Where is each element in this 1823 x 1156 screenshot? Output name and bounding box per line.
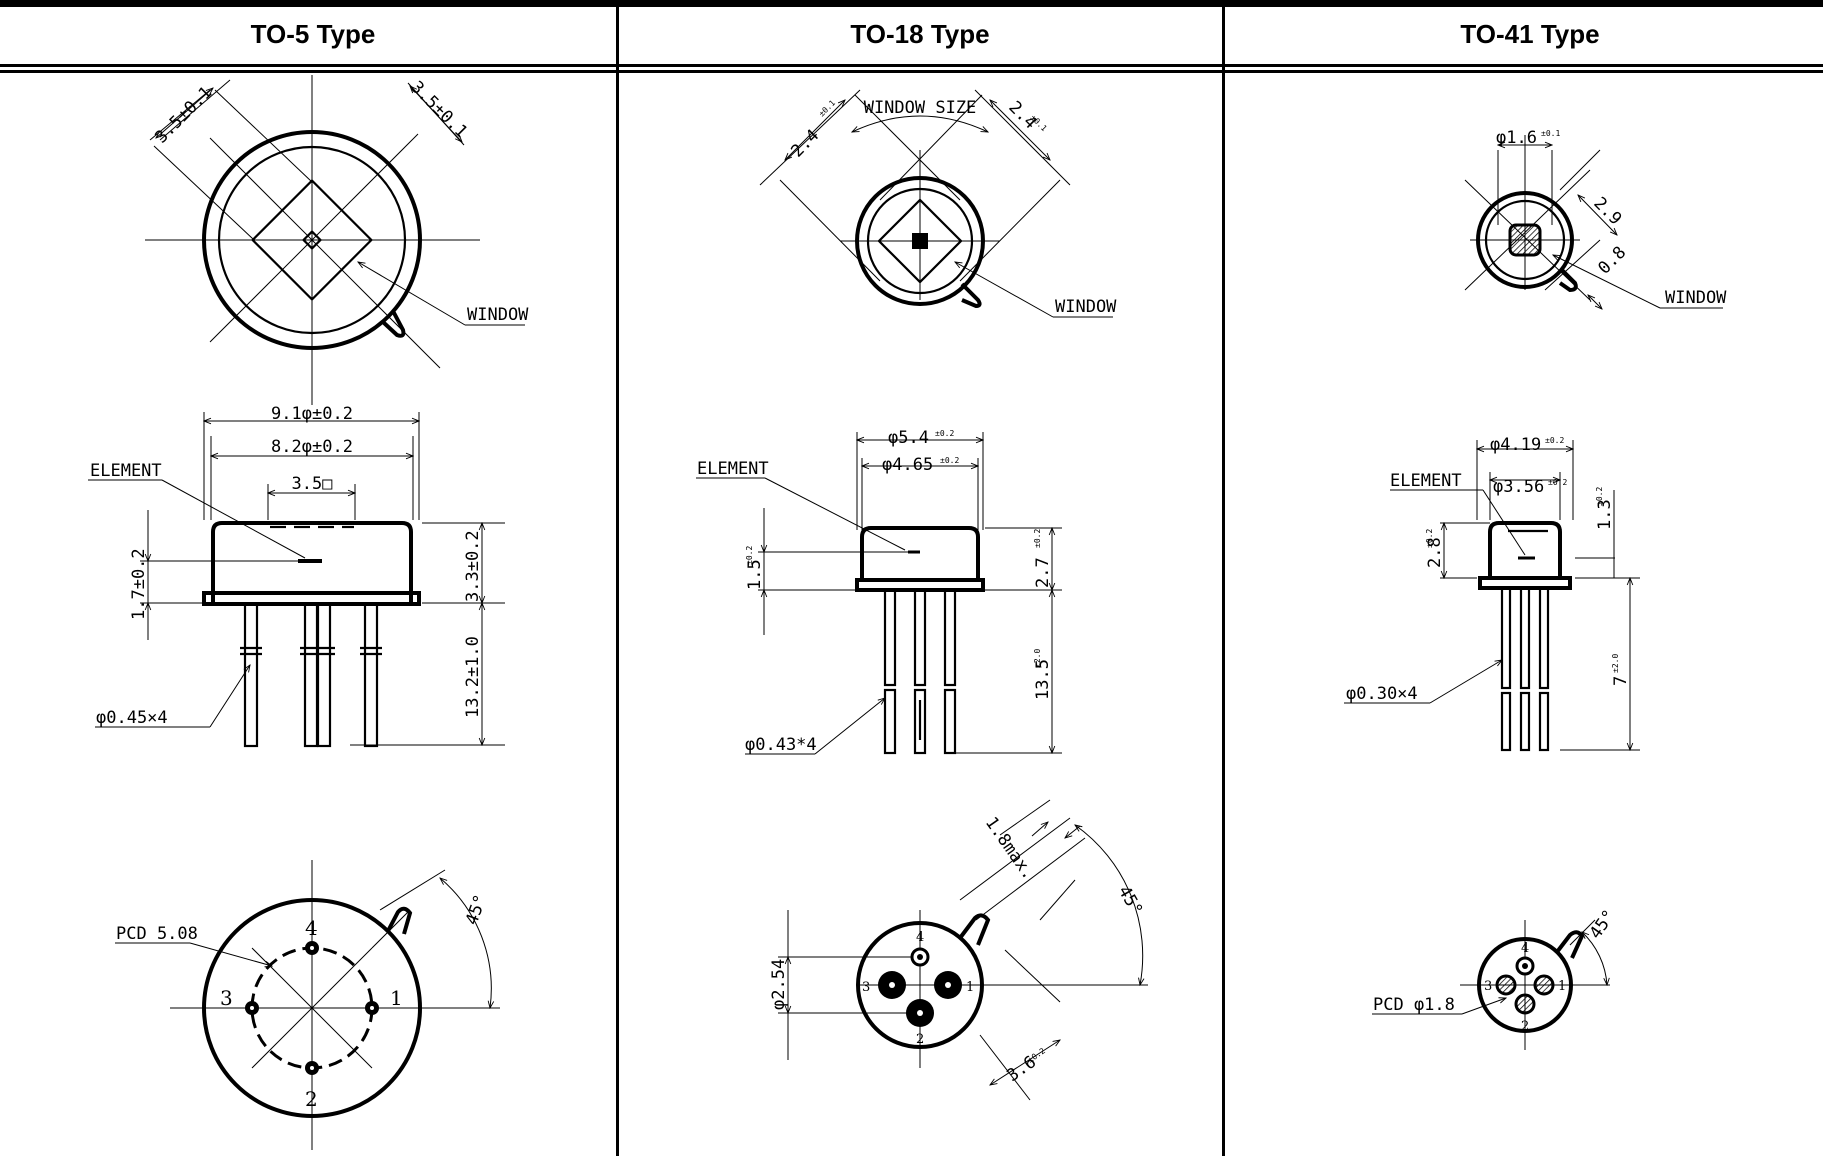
to41-element-label: ELEMENT bbox=[1390, 471, 1462, 491]
to5-leads-label: φ0.45×4 bbox=[96, 708, 168, 728]
to5-element-height: 1.7±0.2 bbox=[129, 548, 149, 620]
to18-element-label: ELEMENT bbox=[697, 459, 769, 479]
to41-inner-dia-tol: ±0.2 bbox=[1548, 478, 1567, 487]
to41-top-view: φ1.6 ±0.1 2.9 0.8 WINDOW bbox=[1464, 128, 1727, 309]
to41-side-view: φ4.19 ±0.2 φ3.56 ±0.2 ELEMENT 2.8 ±0.2 1… bbox=[1344, 435, 1640, 752]
to18-lead-length: 13.5 bbox=[1033, 659, 1053, 700]
to41-leads-label: φ0.30×4 bbox=[1346, 684, 1418, 704]
to5-pcd-label: PCD 5.08 bbox=[116, 924, 198, 944]
to18-lead-length-tol: ±2.0 bbox=[1033, 649, 1042, 668]
to18-angle-label: 45° bbox=[1114, 883, 1147, 920]
to18-cap-height-tol: ±0.2 bbox=[1033, 529, 1042, 548]
to18-dia-tol: ±0.2 bbox=[1026, 1046, 1047, 1065]
to5-element-size: 3.5□ bbox=[292, 474, 334, 494]
to41-cap-height: 1.3 bbox=[1595, 499, 1615, 530]
to18-leads-label: φ0.43*4 bbox=[745, 735, 817, 755]
to5-pin-1: 1 bbox=[390, 986, 403, 1010]
to5-pin-2: 2 bbox=[305, 1087, 318, 1111]
to18-inner-dia: φ4.65 bbox=[882, 455, 933, 475]
to41-pin-4: 4 bbox=[1521, 941, 1529, 956]
to41-outer-dia-tol: ±0.2 bbox=[1545, 436, 1564, 445]
to5-pin-4: 4 bbox=[305, 916, 318, 940]
to5-angle-label: 45° bbox=[462, 892, 491, 928]
to18-element-height-tol: ±0.2 bbox=[745, 546, 754, 565]
to18-top-view: 2.4 ±0.1 2.4 ±0.1 WINDOW SIZE WINDOW bbox=[759, 89, 1117, 318]
to18-bottom-view: 1.8max. φ2.54 45° 3.6 ±0.2 1 2 3 4 bbox=[769, 799, 1148, 1101]
to41-top-d2: 0.8 bbox=[1594, 243, 1630, 279]
header-to5: TO-5 Type bbox=[251, 19, 376, 49]
to41-top-dia-tol: ±0.1 bbox=[1541, 129, 1560, 138]
to18-outer-dia-tol: ±0.2 bbox=[935, 429, 954, 438]
to18-side-view: φ5.4 ±0.2 φ4.65 ±0.2 ELEMENT 1.5 ±0.2 2.… bbox=[696, 428, 1062, 755]
to5-element-label: ELEMENT bbox=[90, 461, 162, 481]
to5-side-view: 9.1φ±0.2 8.2φ±0.2 3.5□ ELEMENT 1.7±0.2 3… bbox=[88, 404, 505, 748]
to18-pcd-label: φ2.54 bbox=[769, 959, 789, 1010]
to5-window-label: WINDOW bbox=[467, 305, 529, 325]
to41-pin-3: 3 bbox=[1484, 979, 1492, 994]
to18-dim-left: 2.4 bbox=[787, 126, 823, 162]
to41-inner-dia: φ3.56 bbox=[1493, 477, 1544, 497]
to41-pin-holes bbox=[1495, 956, 1555, 1015]
to18-cap-height: 2.7 bbox=[1033, 557, 1053, 588]
to18-window-size-label: WINDOW SIZE bbox=[864, 98, 977, 118]
to5-top-view: 3.5±0.1 3.5±0.1 WINDOW bbox=[145, 75, 529, 405]
to41-angle-label: 45° bbox=[1586, 906, 1620, 943]
to5-pin-3: 3 bbox=[220, 986, 233, 1010]
to5-pin-holes bbox=[245, 941, 379, 1075]
to5-outer-dia: 9.1φ±0.2 bbox=[271, 404, 353, 424]
to41-top-dia: φ1.6 bbox=[1496, 128, 1537, 148]
header-to41: TO-41 Type bbox=[1460, 19, 1599, 49]
to18-element-height: 1.5 bbox=[745, 559, 765, 590]
header-to18: TO-18 Type bbox=[850, 19, 989, 49]
to18-outer-dia: φ5.4 bbox=[888, 428, 929, 448]
to41-pin-1: 1 bbox=[1558, 979, 1566, 994]
to41-outer-dia: φ4.19 bbox=[1490, 435, 1541, 455]
to41-window-label: WINDOW bbox=[1665, 288, 1727, 308]
to18-pin-1: 1 bbox=[966, 980, 974, 995]
to5-cap-height: 3.3±0.2 bbox=[463, 530, 483, 602]
to5-lead-length: 13.2±1.0 bbox=[463, 636, 483, 718]
to41-bottom-view: PCD φ1.8 45° 1 2 3 4 bbox=[1372, 906, 1620, 1050]
to41-pcd-label: PCD φ1.8 bbox=[1373, 995, 1455, 1015]
to41-element-height: 2.8 bbox=[1425, 537, 1445, 568]
to41-pin-2: 2 bbox=[1521, 1019, 1529, 1034]
to18-pin-4: 4 bbox=[916, 930, 924, 945]
to18-pin-holes bbox=[878, 947, 962, 1027]
to18-dim-left-tol: ±0.1 bbox=[817, 98, 837, 118]
to18-pin-3: 3 bbox=[862, 980, 870, 995]
to41-cap-height-tol: ±0.2 bbox=[1595, 487, 1604, 506]
to18-pin-2: 2 bbox=[916, 1032, 924, 1047]
to18-inner-dia-tol: ±0.2 bbox=[940, 456, 959, 465]
to5-inner-dia: 8.2φ±0.2 bbox=[271, 437, 353, 457]
to41-element-height-tol: ±0.2 bbox=[1425, 529, 1434, 548]
to5-bottom-view: PCD 5.08 45° 1 2 3 4 bbox=[115, 860, 500, 1150]
to5-top-dim-left: 3.5±0.1 bbox=[151, 83, 216, 148]
to41-lead-length-tol: ±2.0 bbox=[1611, 654, 1620, 673]
to5-top-dim-right: 3.5±0.1 bbox=[406, 77, 471, 142]
to41-top-d1: 2.9 bbox=[1589, 193, 1625, 229]
to18-window-label: WINDOW bbox=[1055, 297, 1117, 317]
to41-lead-length: 7 bbox=[1611, 676, 1631, 686]
